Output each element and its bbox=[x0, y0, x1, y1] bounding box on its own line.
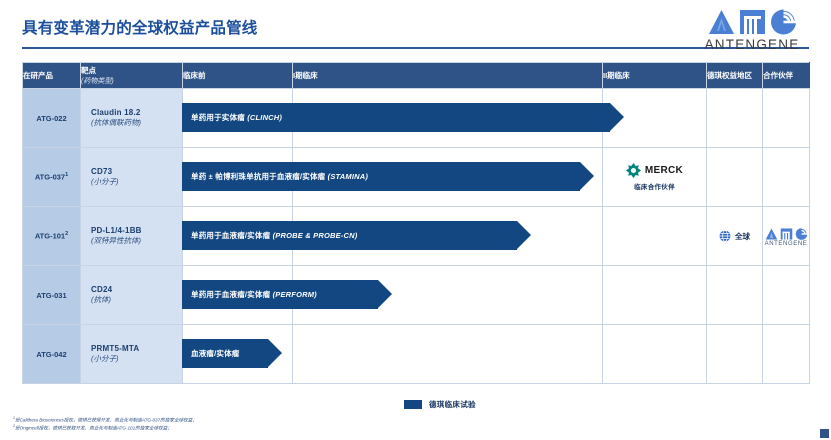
col-header-phase2: II期临床 bbox=[602, 62, 707, 89]
title-divider bbox=[22, 47, 809, 49]
cell-target: CD73 (小分子) bbox=[80, 147, 183, 207]
cell-phase1 bbox=[292, 88, 603, 148]
cell-partner: ANTENGENE bbox=[762, 206, 810, 266]
cell-product: ATG-022 bbox=[22, 88, 81, 148]
cell-partner bbox=[762, 324, 810, 384]
antengene-logo: ANTENGENE bbox=[691, 5, 813, 52]
cell-phase2 bbox=[602, 324, 707, 384]
footnote-marker: 1 bbox=[65, 172, 69, 179]
legend: 德琪临床试验 bbox=[404, 399, 476, 410]
footnote-1: 1受Calithera Biosciences授权，德琪已获得开发、商业化与制造… bbox=[13, 416, 197, 424]
cell-preclinical bbox=[182, 88, 293, 148]
cell-phase2: MERCK 临床合作伙伴 bbox=[602, 147, 707, 207]
table-row: ATG-031 CD24 (抗体) bbox=[22, 265, 810, 325]
footnote-marker: 2 bbox=[65, 231, 69, 238]
cell-phase2 bbox=[602, 206, 707, 266]
page-title: 具有变革潜力的全球权益产品管线 bbox=[22, 20, 258, 37]
footnote-2: 2受Origincell授权，德琪已获取开发、商业化与制造ATG-101的独家全… bbox=[13, 424, 197, 432]
logo-circle-g-icon bbox=[795, 227, 808, 240]
cell-partner bbox=[762, 265, 810, 325]
cell-product: ATG-042 bbox=[22, 324, 81, 384]
cell-phase2 bbox=[602, 265, 707, 325]
logo-marks bbox=[691, 5, 813, 35]
col-header-phase1: I期临床 bbox=[292, 62, 603, 89]
col-header-preclinical: 临床前 bbox=[182, 62, 293, 89]
col-header-rights-region: 德琪权益地区 bbox=[706, 62, 763, 89]
cell-product: ATG-1012 bbox=[22, 206, 81, 266]
cell-phase1 bbox=[292, 265, 603, 325]
merck-logo-icon bbox=[625, 163, 641, 178]
col-header-partner: 合作伙伴 bbox=[762, 62, 810, 89]
footnote-2-mark: 2 bbox=[13, 424, 15, 429]
logo-square-t-icon bbox=[780, 227, 792, 240]
antengene-small-logo bbox=[765, 226, 808, 240]
table-row: ATG-0371 CD73 (小分子) MERCK bbox=[22, 147, 810, 207]
cell-region bbox=[706, 324, 763, 384]
logo-square-t-icon bbox=[739, 10, 765, 34]
merck-caption: 临床合作伙伴 bbox=[634, 184, 675, 191]
cell-product: ATG-0371 bbox=[22, 147, 81, 207]
merck-partner-block: MERCK 临床合作伙伴 bbox=[603, 163, 706, 191]
cell-phase1 bbox=[292, 324, 603, 384]
logo-circle-g-icon bbox=[770, 9, 797, 35]
cell-partner bbox=[762, 88, 810, 148]
table-row: ATG-042 PRMT5-MTA (小分子) bbox=[22, 324, 810, 384]
cell-region bbox=[706, 88, 763, 148]
partner-antengene-block: ANTENGENE bbox=[763, 226, 809, 247]
cell-phase1 bbox=[292, 206, 603, 266]
footnotes: 1受Calithera Biosciences授权，德琪已获得开发、商业化与制造… bbox=[13, 416, 197, 432]
corner-marker bbox=[820, 429, 829, 438]
region-label: 全球 bbox=[735, 231, 750, 241]
footnote-2-text: 受Origincell授权，德琪已获取开发、商业化与制造ATG-101的独家全球… bbox=[15, 425, 172, 431]
cell-target: PRMT5-MTA (小分子) bbox=[80, 324, 183, 384]
footnote-1-mark: 1 bbox=[13, 416, 15, 420]
cell-phase2 bbox=[602, 88, 707, 148]
cell-preclinical bbox=[182, 206, 293, 266]
legend-swatch bbox=[404, 400, 422, 409]
legend-label: 德琪临床试验 bbox=[429, 400, 476, 409]
pipeline-table: 在研产品 靶点(药物类型) 临床前 I期临床 II期临床 德琪权益地区 合作伙伴… bbox=[22, 62, 810, 384]
cell-region bbox=[706, 265, 763, 325]
cell-partner bbox=[762, 147, 810, 207]
cell-target: CD24 (抗体) bbox=[80, 265, 183, 325]
cell-preclinical bbox=[182, 147, 293, 207]
table-row: ATG-022 Claudin 18.2 (抗体偶联药物) bbox=[22, 88, 810, 148]
table-row: ATG-1012 PD-L1/4-1BB (双特异性抗体) bbox=[22, 206, 810, 266]
footnote-1-text: 受Calithera Biosciences授权，德琪已获得开发、商业化与制造A… bbox=[15, 417, 197, 423]
region-global-block: 全球 bbox=[707, 230, 762, 242]
cell-target: Claudin 18.2 (抗体偶联药物) bbox=[80, 88, 183, 148]
col-header-product: 在研产品 bbox=[22, 62, 81, 89]
cell-phase1 bbox=[292, 147, 603, 207]
cell-preclinical bbox=[182, 265, 293, 325]
cell-region: 全球 bbox=[706, 206, 763, 266]
antengene-small-wordmark: ANTENGENE bbox=[764, 240, 808, 247]
cell-region bbox=[706, 147, 763, 207]
table-header-row: 在研产品 靶点(药物类型) 临床前 I期临床 II期临床 德琪权益地区 合作伙伴 bbox=[22, 62, 810, 89]
logo-triangle-a-icon bbox=[708, 10, 734, 34]
globe-icon bbox=[719, 230, 731, 242]
logo-triangle-a-icon bbox=[765, 227, 777, 240]
cell-preclinical bbox=[182, 324, 293, 384]
col-header-target: 靶点(药物类型) bbox=[80, 62, 183, 89]
cell-product: ATG-031 bbox=[22, 265, 81, 325]
merck-wordmark: MERCK bbox=[644, 165, 684, 176]
cell-target: PD-L1/4-1BB (双特异性抗体) bbox=[80, 206, 183, 266]
logo-wordmark: ANTENGENE bbox=[704, 37, 800, 52]
